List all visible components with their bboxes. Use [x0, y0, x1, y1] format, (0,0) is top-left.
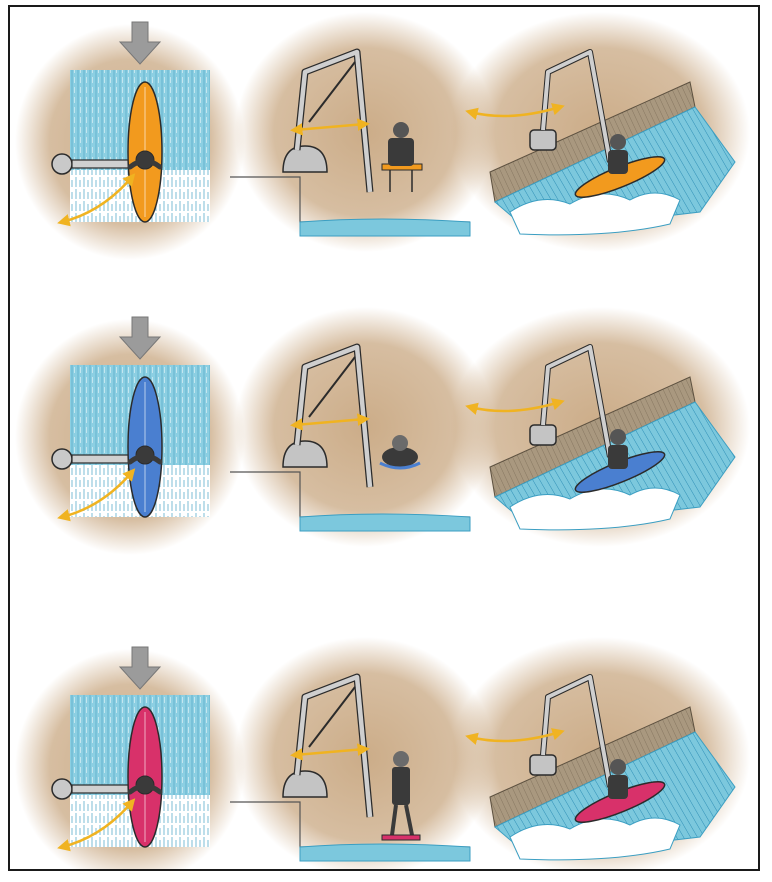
- pool-water: [300, 514, 470, 531]
- illustration-canvas: [10, 7, 758, 869]
- panel-perspective-view-in-wave: [450, 307, 750, 547]
- rider-icon: [608, 150, 628, 174]
- rider-icon: [392, 767, 410, 805]
- lift-base: [530, 425, 556, 445]
- lift-base: [530, 130, 556, 150]
- rider-head: [610, 429, 626, 445]
- rider-head: [392, 435, 408, 451]
- lift-base: [530, 755, 556, 775]
- rider-head: [393, 751, 409, 767]
- rider-head: [393, 122, 409, 138]
- pool-water: [300, 844, 470, 861]
- pool-water: [300, 219, 470, 236]
- pivot-mount: [52, 449, 72, 469]
- pivot-mount: [52, 779, 72, 799]
- panel-perspective-view-in-wave: [450, 637, 750, 869]
- board: [382, 835, 420, 840]
- figure-row-3: [15, 637, 750, 869]
- rider-head: [610, 759, 626, 775]
- panel-top-view-approach: [15, 22, 245, 260]
- rider-head: [610, 134, 626, 150]
- panel-top-view-approach: [15, 317, 245, 555]
- figure-row-1: [15, 12, 750, 260]
- panel-top-view-approach: [15, 647, 245, 869]
- rider-icon: [608, 445, 628, 469]
- figure-row-2: [15, 307, 750, 555]
- pivot-mount: [52, 154, 72, 174]
- rider-icon: [388, 138, 414, 166]
- rider-icon: [608, 775, 628, 799]
- panel-perspective-view-in-wave: [450, 12, 750, 252]
- figure-frame: [8, 5, 760, 871]
